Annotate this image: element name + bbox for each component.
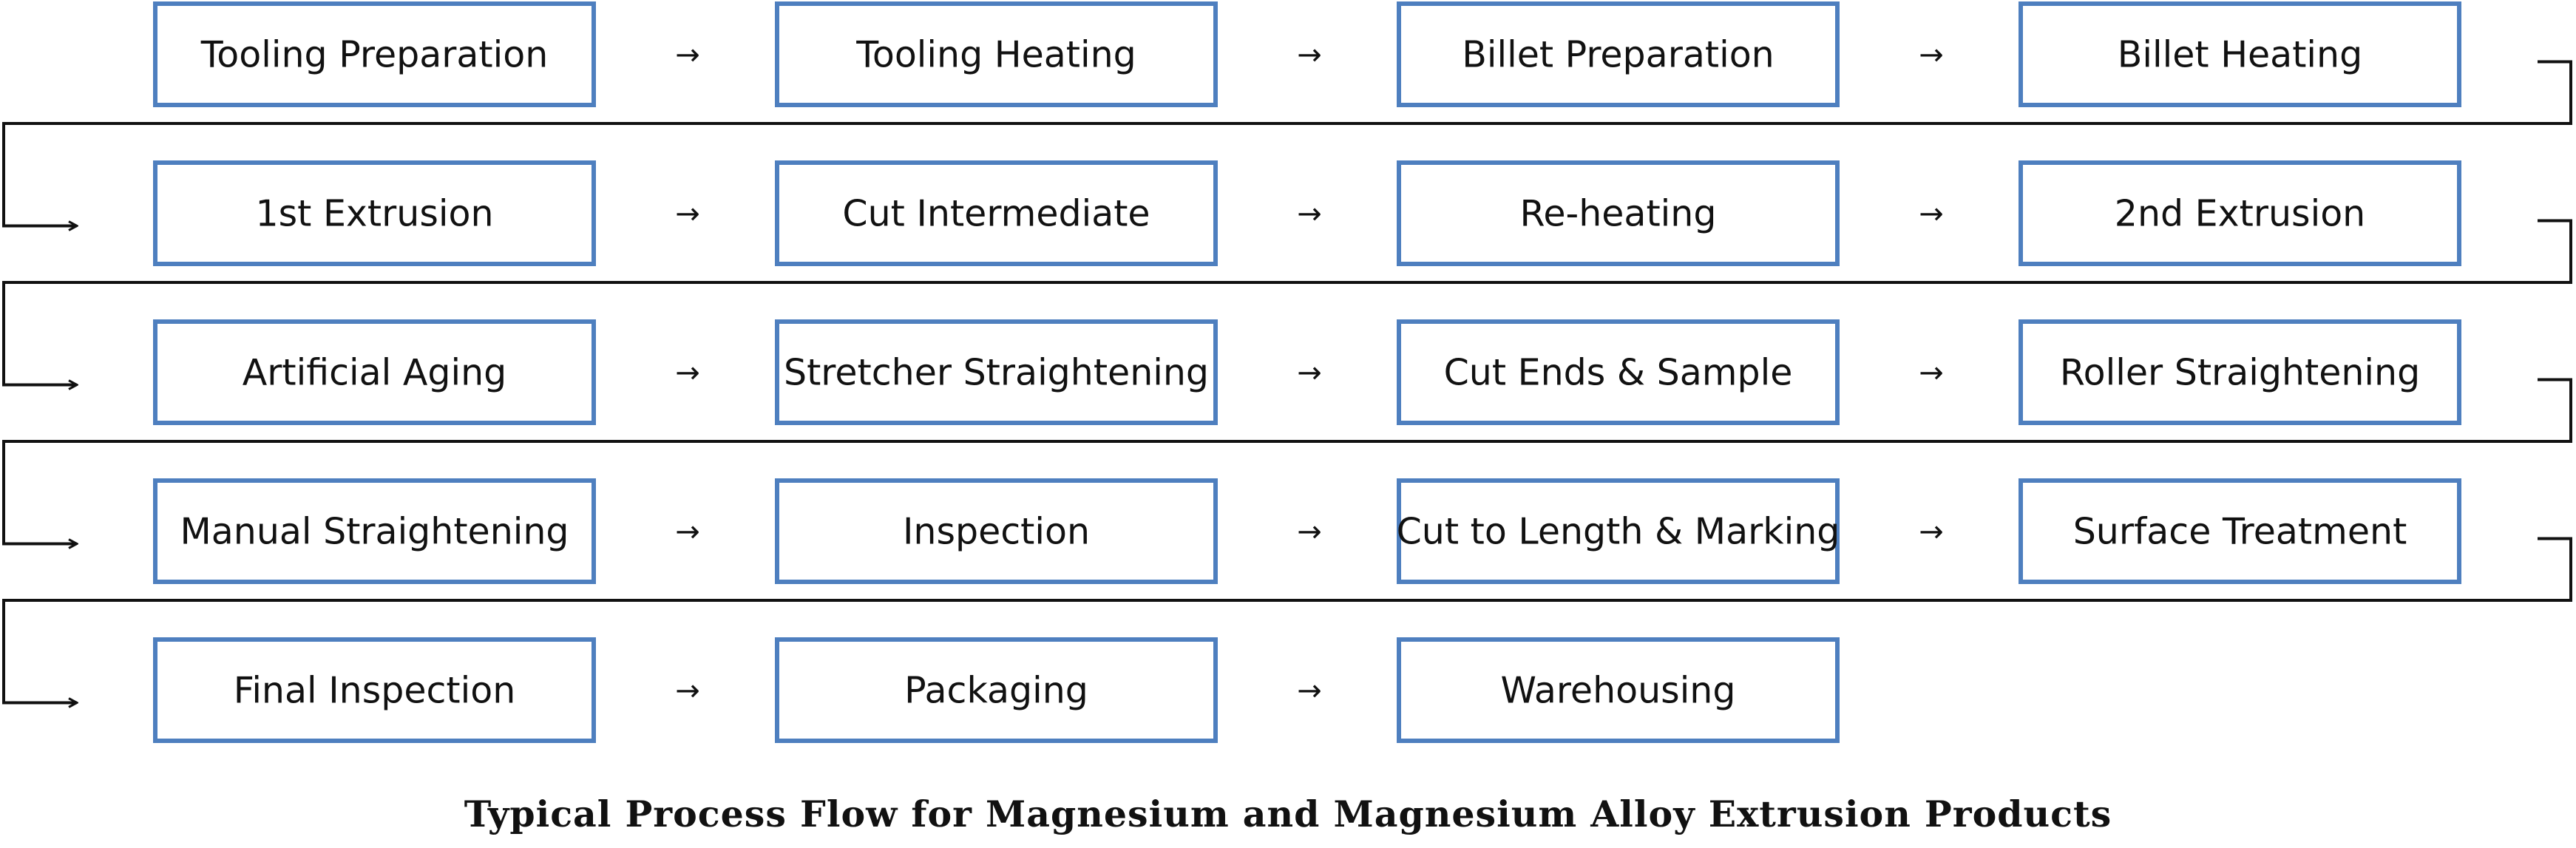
process-step: Re-heating [1397, 160, 1840, 266]
process-step-label: Billet Heating [2118, 34, 2362, 76]
process-step-label: Tooling Heating [855, 34, 1136, 76]
flow-arrow: → [675, 515, 700, 549]
process-step-label: Stretcher Straightening [784, 352, 1209, 394]
process-step: Manual Straightening [153, 478, 596, 584]
row-wrap-connector [2, 537, 2572, 703]
process-step: Tooling Heating [775, 1, 1218, 107]
process-step: Final Inspection [153, 637, 596, 743]
flow-arrow: → [1919, 515, 1944, 549]
process-step-label: Tooling Preparation [200, 34, 549, 76]
flow-arrow: → [1919, 356, 1944, 390]
row-wrap-connector [2, 378, 2572, 544]
process-step-label: Re-heating [1520, 193, 1717, 235]
diagram-title: Typical Process Flow for Magnesium and M… [464, 793, 2112, 835]
process-step: Cut Intermediate [775, 160, 1218, 266]
flow-arrow: → [675, 674, 700, 708]
process-step-label: Packaging [904, 670, 1088, 712]
flow-arrow: → [1297, 38, 1322, 72]
process-step-label: Warehousing [1501, 670, 1736, 712]
flow-arrow: → [1919, 197, 1944, 231]
flow-arrow: → [1297, 356, 1322, 390]
row-wrap-connector [2, 60, 2572, 226]
process-step: Surface Treatment [2019, 478, 2461, 584]
process-step: Billet Preparation [1397, 1, 1840, 107]
process-step: 2nd Extrusion [2019, 160, 2461, 266]
process-step-label: Artificial Aging [243, 352, 507, 394]
process-step-label: Cut Ends & Sample [1444, 352, 1793, 394]
row-wrap-connector [2, 219, 2572, 385]
process-step-label: 1st Extrusion [255, 193, 493, 235]
process-step-label: Billet Preparation [1462, 34, 1774, 76]
flow-arrow: → [1297, 515, 1322, 549]
process-step-label: Inspection [903, 511, 1090, 553]
process-step-label: Cut to Length & Marking [1397, 511, 1840, 553]
process-step-label: 2nd Extrusion [2115, 193, 2365, 235]
process-step: Warehousing [1397, 637, 1840, 743]
process-step: Stretcher Straightening [775, 319, 1218, 425]
process-step-label: Final Inspection [234, 670, 516, 712]
process-step-label: Surface Treatment [2073, 511, 2407, 553]
process-step-label: Cut Intermediate [842, 193, 1150, 235]
process-step: Cut Ends & Sample [1397, 319, 1840, 425]
process-step: Inspection [775, 478, 1218, 584]
process-step: 1st Extrusion [153, 160, 596, 266]
flow-arrow: → [1919, 38, 1944, 72]
process-step: Cut to Length & Marking [1397, 478, 1840, 584]
process-step-label: Manual Straightening [180, 511, 569, 553]
flow-arrow: → [1297, 197, 1322, 231]
flow-arrow: → [1297, 674, 1322, 708]
process-step: Packaging [775, 637, 1218, 743]
process-step: Billet Heating [2019, 1, 2461, 107]
process-step: Artificial Aging [153, 319, 596, 425]
process-step: Tooling Preparation [153, 1, 596, 107]
process-step-label: Roller Straightening [2060, 352, 2420, 394]
process-step: Roller Straightening [2019, 319, 2461, 425]
flow-arrow: → [675, 197, 700, 231]
flow-arrow: → [675, 38, 700, 72]
flow-arrow: → [675, 356, 700, 390]
